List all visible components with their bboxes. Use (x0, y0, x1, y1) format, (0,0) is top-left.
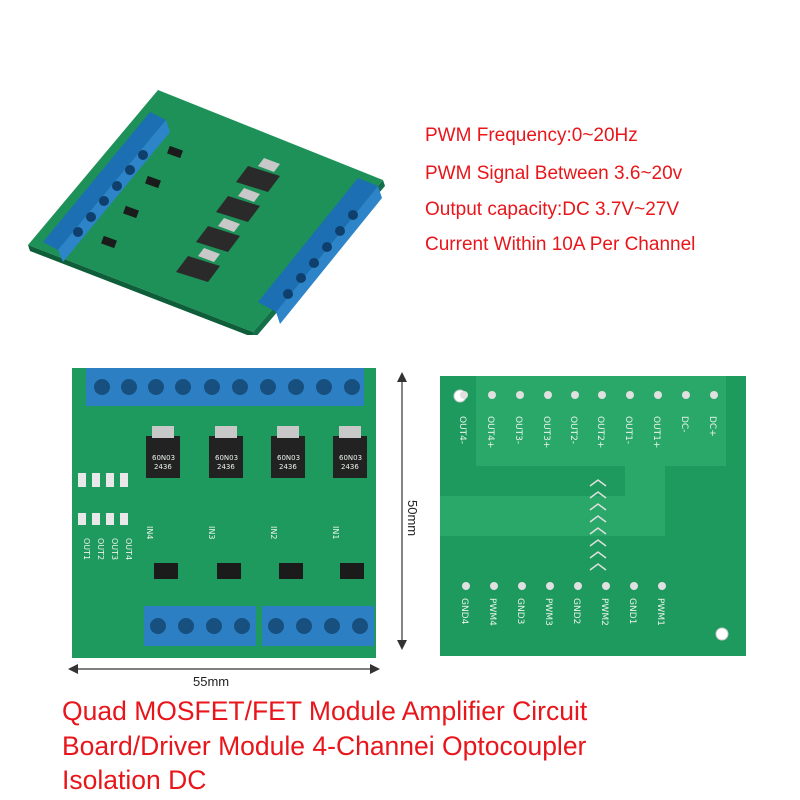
mosfet-label-2: 60N03 (215, 454, 238, 462)
front-out1-label: OUT1 (82, 538, 91, 560)
board-back-view: OUT4- OUT4+ OUT3- OUT3+ OUT2- OUT2+ OUT1… (440, 376, 746, 656)
front-out2-label: OUT2 (96, 538, 105, 560)
back-bottom-label-6: PWM2 (599, 598, 609, 626)
mosfet-label-3: 60N03 (277, 454, 300, 462)
spec-current: Current Within 10A Per Channel (425, 234, 696, 255)
spec-pwm-signal: PWM Signal Between 3.6~20v (425, 163, 683, 184)
back-bottom-label-4: PWM3 (543, 598, 553, 626)
product-title-line-3: Isolation DC (62, 765, 207, 795)
back-top-label-7: OUT1- (623, 416, 633, 444)
mosfet-code-3: 2436 (279, 463, 297, 471)
product-title-line-1: Quad MOSFET/FET Module Amplifier Circuit (62, 696, 588, 726)
mosfet-code-2: 2436 (217, 463, 235, 471)
back-bottom-label-7: GND1 (627, 598, 637, 624)
front-in4-label: IN4 (145, 526, 154, 539)
board-front-view: 60N03 2436 60N03 2436 60N03 2436 60N03 2… (72, 368, 376, 658)
front-out3-label: OUT3 (110, 538, 119, 560)
spec-pwm-frequency: PWM Frequency:0~20Hz (425, 125, 638, 146)
back-bottom-label-3: GND3 (515, 598, 525, 624)
mosfet-code-1: 2436 (154, 463, 172, 471)
mosfet-code-4: 2436 (341, 463, 359, 471)
mosfet-label-1: 60N03 (152, 454, 175, 462)
back-top-label-10: DC+ (707, 416, 717, 437)
back-top-label-8: OUT1+ (651, 416, 661, 448)
back-top-label-3: OUT3- (513, 416, 523, 444)
back-bottom-label-1: GND4 (459, 598, 469, 625)
front-in3-label: IN3 (207, 526, 216, 539)
width-dimension-arrow (68, 662, 380, 676)
product-title-line-2: Board/Driver Module 4-Channei Optocouple… (62, 731, 587, 761)
front-in2-label: IN2 (269, 526, 278, 539)
back-top-label-9: DC- (679, 416, 689, 432)
board-perspective-photo (18, 70, 403, 335)
back-top-label-1: OUT4- (457, 416, 467, 444)
width-dimension-label: 55mm (193, 674, 230, 689)
height-dimension-label: 50mm (405, 500, 420, 537)
back-bottom-label-2: PWM4 (487, 598, 497, 626)
mosfet-label-4: 60N03 (339, 454, 362, 462)
front-in1-label: IN1 (331, 526, 340, 539)
back-bottom-label-5: GND2 (571, 598, 581, 624)
back-bottom-label-8: PWM1 (655, 598, 665, 626)
height-dimension-arrow (392, 372, 412, 650)
back-top-label-4: OUT3+ (541, 416, 551, 448)
back-top-label-2: OUT4+ (485, 416, 495, 448)
spec-output-capacity: Output capacity:DC 3.7V~27V (425, 199, 680, 220)
front-out4-label: OUT4 (124, 538, 133, 560)
back-top-label-5: OUT2- (568, 416, 578, 444)
back-top-label-6: OUT2+ (595, 416, 605, 448)
